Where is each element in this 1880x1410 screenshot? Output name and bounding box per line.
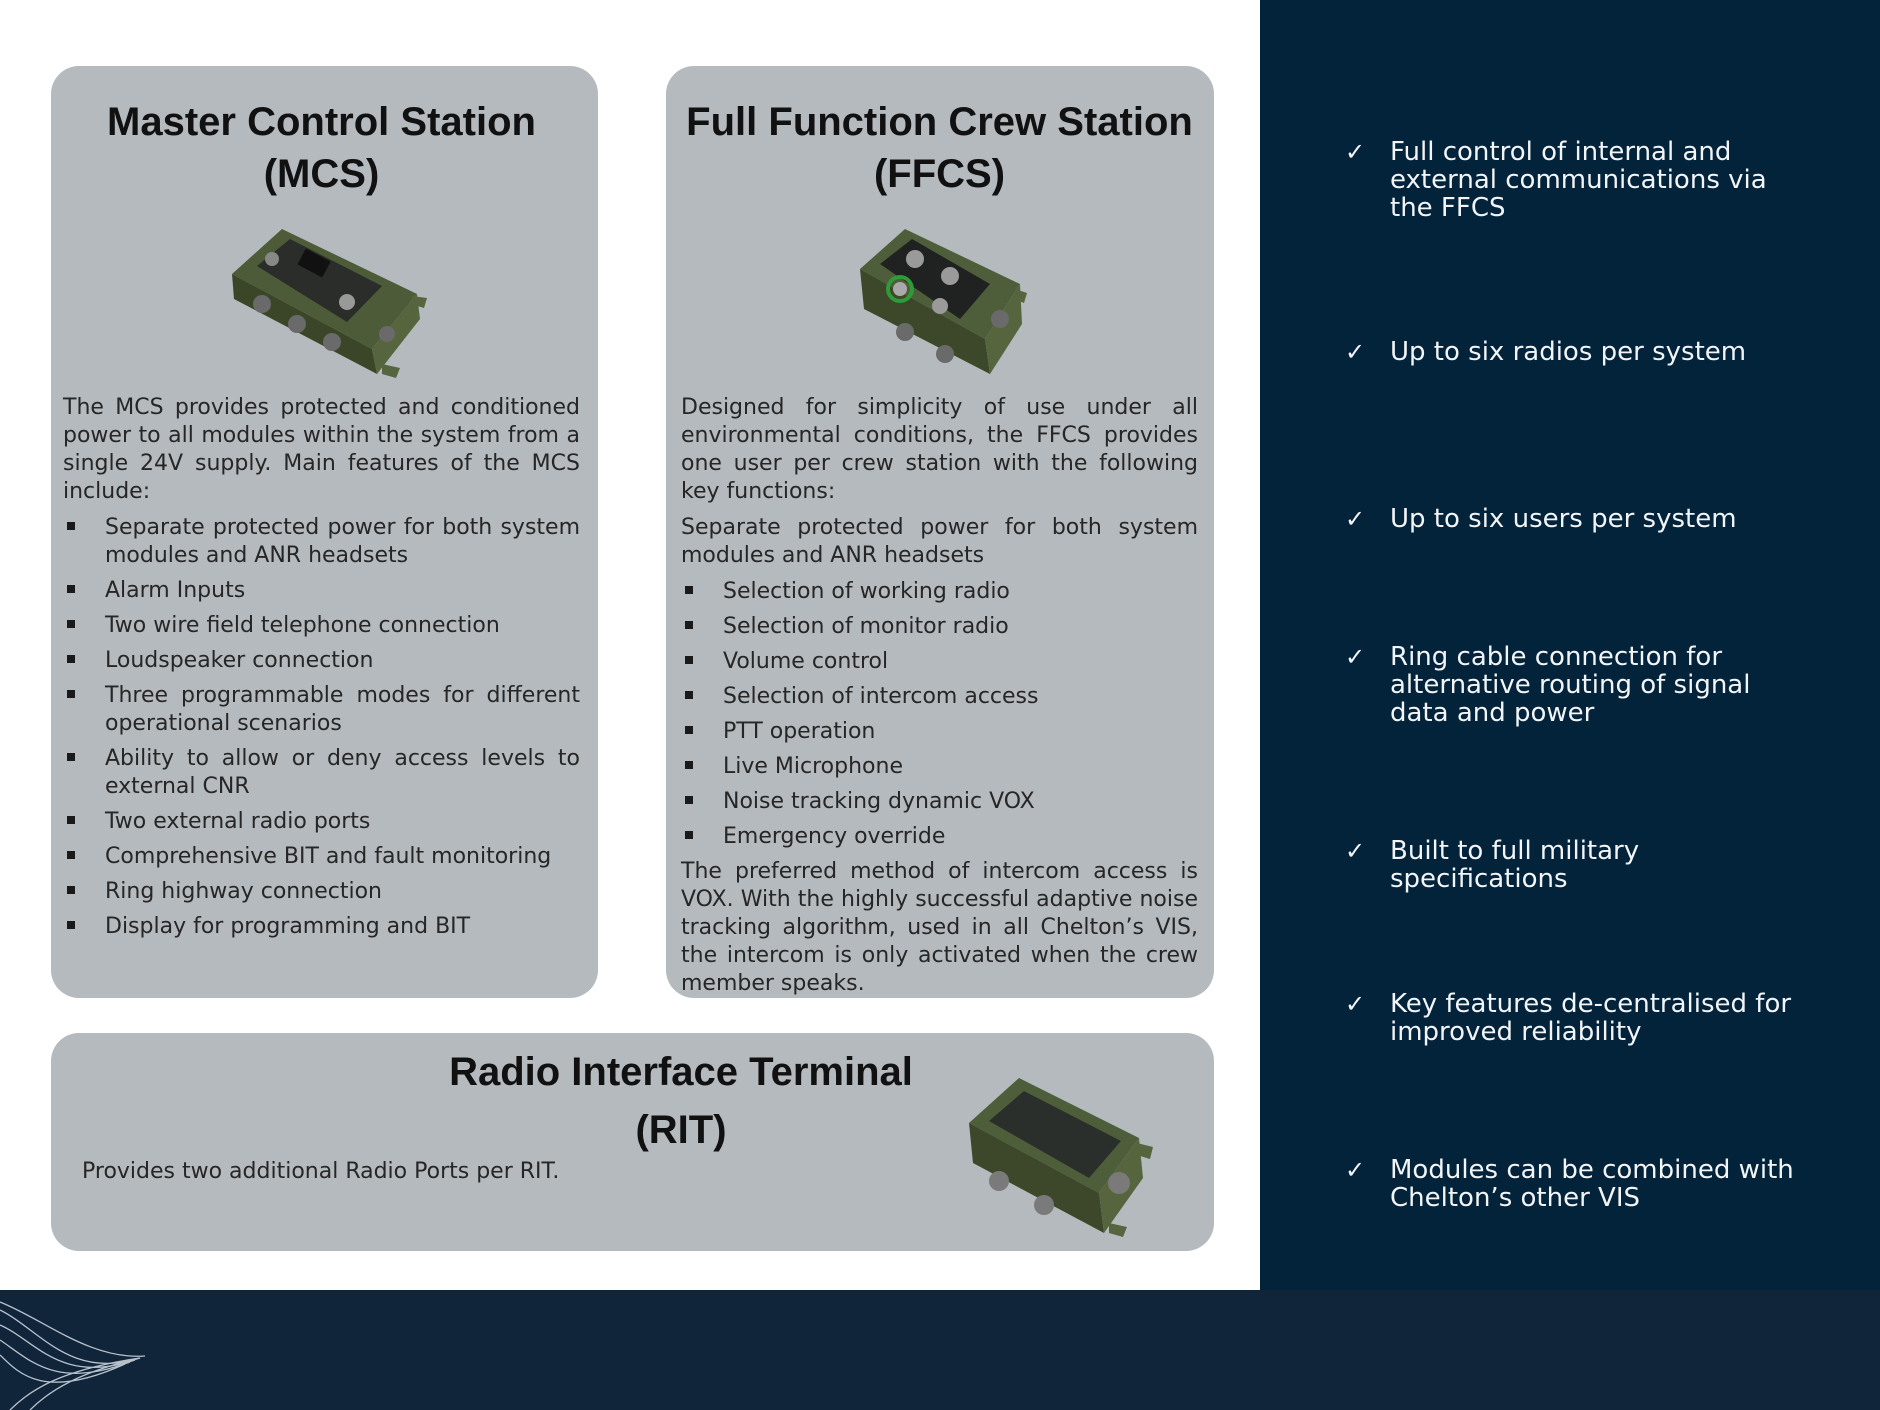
rit-description: Provides two additional Radio Ports per … — [82, 1159, 560, 1184]
mcs-feature-item: Display for programming and BIT — [63, 913, 580, 941]
ffcs-function-item: Selection of working radio — [681, 578, 1198, 606]
mcs-feature-item: Alarm Inputs — [63, 577, 580, 605]
ffcs-title: Full Function Crew Station (FFCS) — [671, 96, 1208, 200]
check-icon: ✓ — [1345, 138, 1366, 166]
mcs-feature-item: Two wire field telephone connection — [63, 612, 580, 640]
ffcs-power-text: Separate protected power for both system… — [681, 515, 1198, 568]
benefit-item: ✓ Up to six users per system — [1345, 505, 1815, 533]
check-icon: ✓ — [1345, 1156, 1366, 1184]
rit-device-image — [969, 1078, 1153, 1237]
check-icon: ✓ — [1345, 338, 1366, 366]
ffcs-function-item: Noise tracking dynamic VOX — [681, 788, 1198, 816]
rit-title-line1: Radio Interface Terminal — [449, 1050, 913, 1094]
benefit-item: ✓ Ring cable connection for alternative … — [1345, 643, 1815, 727]
ffcs-function-item: PTT operation — [681, 718, 1198, 746]
benefit-text: Ring cable connection for alternative ro… — [1390, 642, 1751, 728]
mcs-feature-item: Ring highway connection — [63, 878, 580, 906]
mcs-feature-item: Ability to allow or deny access levels t… — [63, 745, 580, 801]
ffcs-title-line2: (FFCS) — [873, 152, 1006, 196]
ffcs-closing-text: The preferred method of intercom access … — [681, 859, 1198, 996]
wave-lines-decoration — [0, 1301, 146, 1410]
mcs-title-line1: Master Control Station — [107, 100, 536, 144]
ffcs-card: Full Function Crew Station (FFCS) Design… — [666, 66, 1214, 998]
benefits-panel — [1260, 0, 1880, 1290]
ffcs-function-item: Selection of monitor radio — [681, 613, 1198, 641]
ffcs-function-item: Emergency override — [681, 823, 1198, 851]
mcs-intro: The MCS provides protected and condition… — [63, 395, 580, 504]
benefit-text: Up to six users per system — [1390, 504, 1737, 534]
benefit-item: ✓ Built to full military specifications — [1345, 837, 1815, 893]
benefit-item: ✓ Modules can be combined with Chelton’s… — [1345, 1156, 1815, 1212]
benefit-text: Key features de-centralised for improved… — [1390, 989, 1792, 1047]
mcs-feature-item: Comprehensive BIT and fault monitoring — [63, 843, 580, 871]
mcs-device-image — [231, 229, 427, 378]
benefit-text: Built to full military specifications — [1390, 836, 1640, 894]
rit-title-line2: (RIT) — [635, 1108, 727, 1152]
ffcs-device-image — [859, 229, 1027, 374]
benefit-item: ✓ Full control of internal and external … — [1345, 138, 1815, 222]
check-icon: ✓ — [1345, 505, 1366, 533]
ffcs-title-line1: Full Function Crew Station — [686, 100, 1193, 144]
mcs-feature-item: Loudspeaker connection — [63, 647, 580, 675]
footer-band — [0, 1290, 1880, 1410]
mcs-feature-list: Separate protected power for both system… — [63, 514, 580, 941]
mcs-title-line2: (MCS) — [263, 152, 380, 196]
check-icon: ✓ — [1345, 837, 1366, 865]
benefit-text: Full control of internal and external co… — [1390, 137, 1767, 223]
ffcs-function-item: Live Microphone — [681, 753, 1198, 781]
rit-card: Radio Interface Terminal (RIT) Provides … — [51, 1033, 1214, 1251]
benefit-text: Up to six radios per system — [1390, 337, 1747, 367]
check-icon: ✓ — [1345, 643, 1366, 671]
check-icon: ✓ — [1345, 990, 1366, 1018]
mcs-feature-item: Separate protected power for both system… — [63, 514, 580, 570]
mcs-feature-item: Three programmable modes for different o… — [63, 682, 580, 738]
benefit-text: Modules can be combined with Chelton’s o… — [1390, 1155, 1794, 1213]
benefit-item: ✓ Up to six radios per system — [1345, 338, 1815, 366]
ffcs-function-item: Volume control — [681, 648, 1198, 676]
mcs-feature-item: Two external radio ports — [63, 808, 580, 836]
benefit-item: ✓ Key features de-centralised for improv… — [1345, 990, 1815, 1046]
rit-title: Radio Interface Terminal (RIT) — [361, 1043, 1001, 1159]
mcs-title: Master Control Station (MCS) — [63, 96, 580, 200]
mcs-card: Master Control Station (MCS) The MCS pro… — [51, 66, 598, 998]
ffcs-function-list: Selection of working radio Selection of … — [681, 578, 1198, 851]
ffcs-function-item: Selection of intercom access — [681, 683, 1198, 711]
ffcs-intro: Designed for simplicity of use under all… — [681, 395, 1198, 504]
